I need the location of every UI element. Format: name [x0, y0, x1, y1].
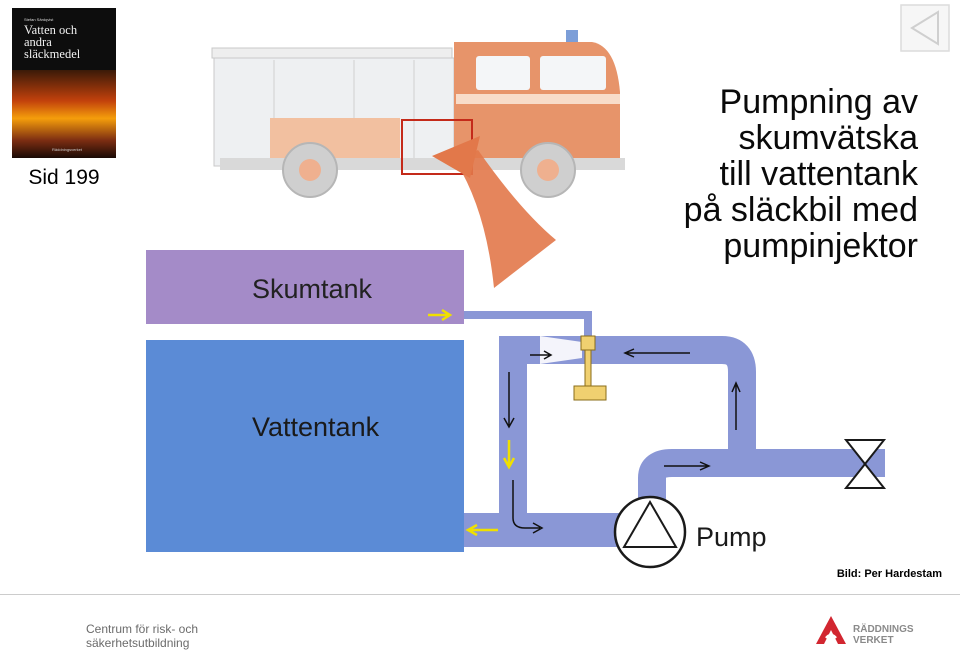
triangle-left-icon — [910, 10, 939, 46]
pipe-outlet — [638, 449, 885, 500]
pump-triangle-icon — [622, 500, 678, 548]
curved-pointer-arrow — [432, 136, 556, 288]
injector-venturi — [540, 336, 582, 364]
footer-brand-text: RÄDDNINGS VERKET — [853, 624, 914, 646]
pump-symbol — [613, 495, 687, 569]
back-nav-button[interactable] — [898, 2, 952, 54]
foam-system-diagram: Skumtank Vattentank Pump — [146, 30, 887, 569]
page-reference: Sid 199 — [28, 166, 100, 189]
slide-heading: Pumpning av skumvätska till vattentank p… — [683, 83, 918, 265]
nav-button-frame — [900, 4, 950, 52]
valve-symbol — [843, 439, 887, 489]
footer-organization: Centrum för risk- och säkerhetsutbildnin… — [86, 622, 199, 650]
foam-tank-label: Skumtank — [252, 274, 373, 304]
book-cover-top — [12, 8, 116, 70]
water-tank-label: Vattentank — [252, 412, 380, 442]
book-cover-fire-photo — [12, 70, 116, 158]
truck-ladder-rack — [211, 47, 453, 59]
arrow-left-black — [623, 348, 690, 358]
pipe-network — [464, 311, 885, 547]
arrow-down-black — [503, 372, 515, 429]
book-cover-image: Stefan Särdqvist Vatten och andra släckm… — [12, 8, 116, 158]
arrow-return-black — [512, 480, 544, 534]
injector-valve — [573, 335, 607, 401]
book-author: Stefan Särdqvist — [24, 17, 54, 22]
pipe-top-run — [540, 336, 756, 455]
fire-truck-illustration — [211, 30, 625, 198]
water-tank — [146, 340, 464, 552]
book-title: Vatten och andra släckmedel — [24, 23, 81, 61]
footer-divider — [0, 594, 960, 595]
foam-supply-pipe — [464, 311, 592, 340]
arrow-up-black — [731, 381, 741, 430]
pipe-left-riser — [499, 336, 540, 520]
arrow-down-yellow — [502, 440, 516, 470]
truck-siren-light — [566, 30, 578, 42]
pump-label: Pump — [696, 522, 767, 552]
arrow-outlet-black — [664, 461, 711, 471]
arrow-right-black — [530, 350, 553, 360]
image-credit: Bild: Per Hardestam — [836, 568, 942, 580]
raddningsverket-logo-icon — [816, 616, 846, 644]
arrow-foam-right — [428, 308, 453, 322]
flow-arrows — [428, 308, 741, 537]
foam-tank — [146, 250, 464, 324]
arrow-water-left — [465, 523, 498, 537]
book-publisher: Räddningsverket — [52, 147, 83, 152]
truck-windshield — [540, 56, 606, 90]
truck-window — [476, 56, 530, 90]
